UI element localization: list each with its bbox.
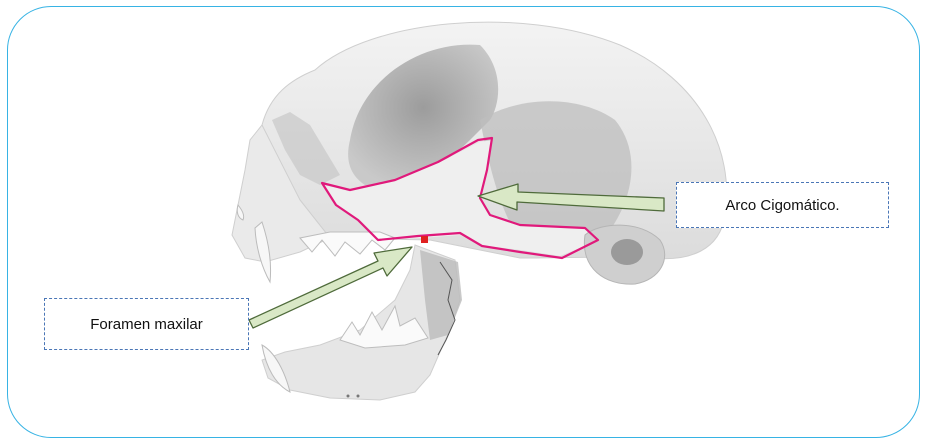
label-maxillary-foramen-text: Foramen maxilar — [90, 316, 203, 333]
mental-foramen-dot — [347, 395, 350, 398]
ear-canal — [611, 239, 643, 265]
label-zygomatic-arch-text: Arco Cigomático. — [725, 197, 839, 214]
label-zygomatic-arch: Arco Cigomático. — [676, 182, 889, 228]
mental-foramen-dot — [357, 395, 360, 398]
label-maxillary-foramen: Foramen maxilar — [44, 298, 249, 350]
maxillary-foramen-marker — [421, 236, 428, 243]
